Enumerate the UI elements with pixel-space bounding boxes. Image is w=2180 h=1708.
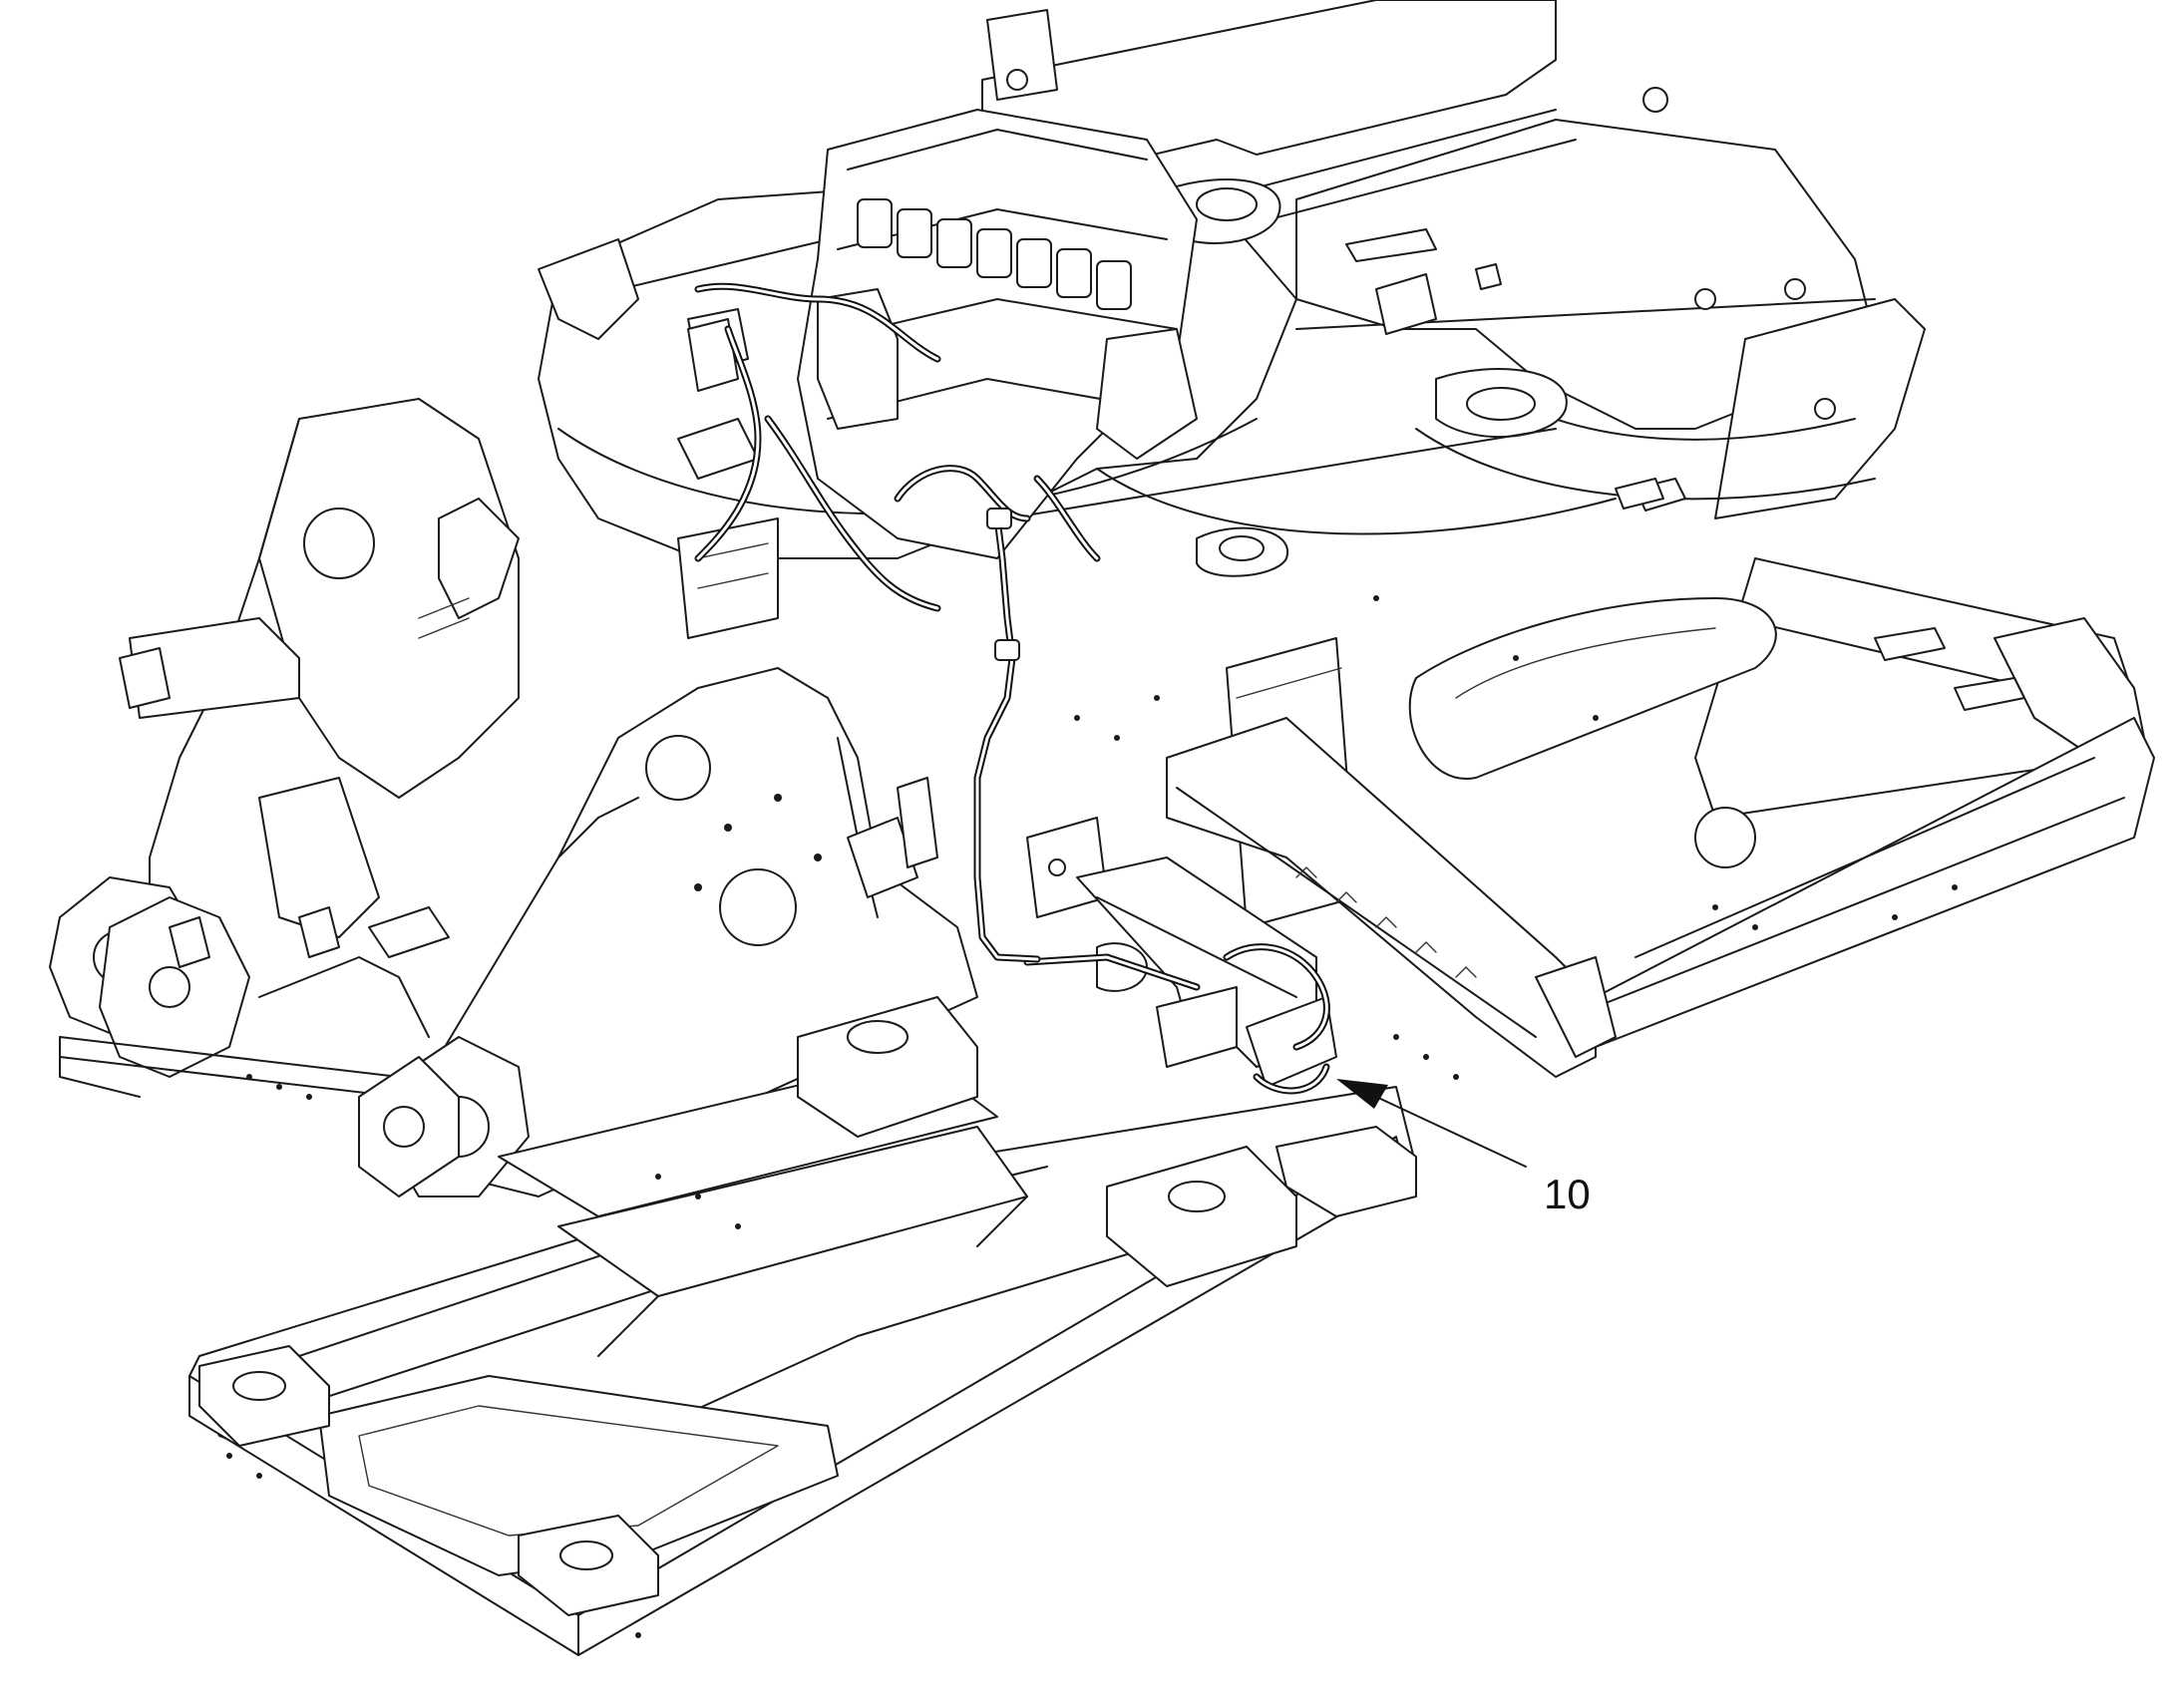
valve-tubing xyxy=(694,282,1101,612)
right-boom-tower xyxy=(258,667,978,1197)
callout-10: 10 xyxy=(1336,1079,1591,1217)
callout-label: 10 xyxy=(1544,1171,1591,1217)
rail-notches xyxy=(1295,866,1477,978)
fastener-dots xyxy=(226,595,1958,1638)
main-hydraulic-hose xyxy=(973,508,1041,963)
right-side-rail xyxy=(1166,717,1617,1078)
rear-upper-frame xyxy=(981,0,2155,1048)
leader-arrowhead xyxy=(1336,1079,1388,1109)
harness-bracket-assembly xyxy=(1023,817,1337,1095)
leader-line xyxy=(1375,1096,1527,1168)
front-support-pads xyxy=(198,996,1417,1616)
solenoid-row xyxy=(857,198,1132,310)
left-boom-tower xyxy=(49,398,520,1098)
control-valve-bank xyxy=(677,109,1198,639)
tower-bolts xyxy=(694,794,822,891)
